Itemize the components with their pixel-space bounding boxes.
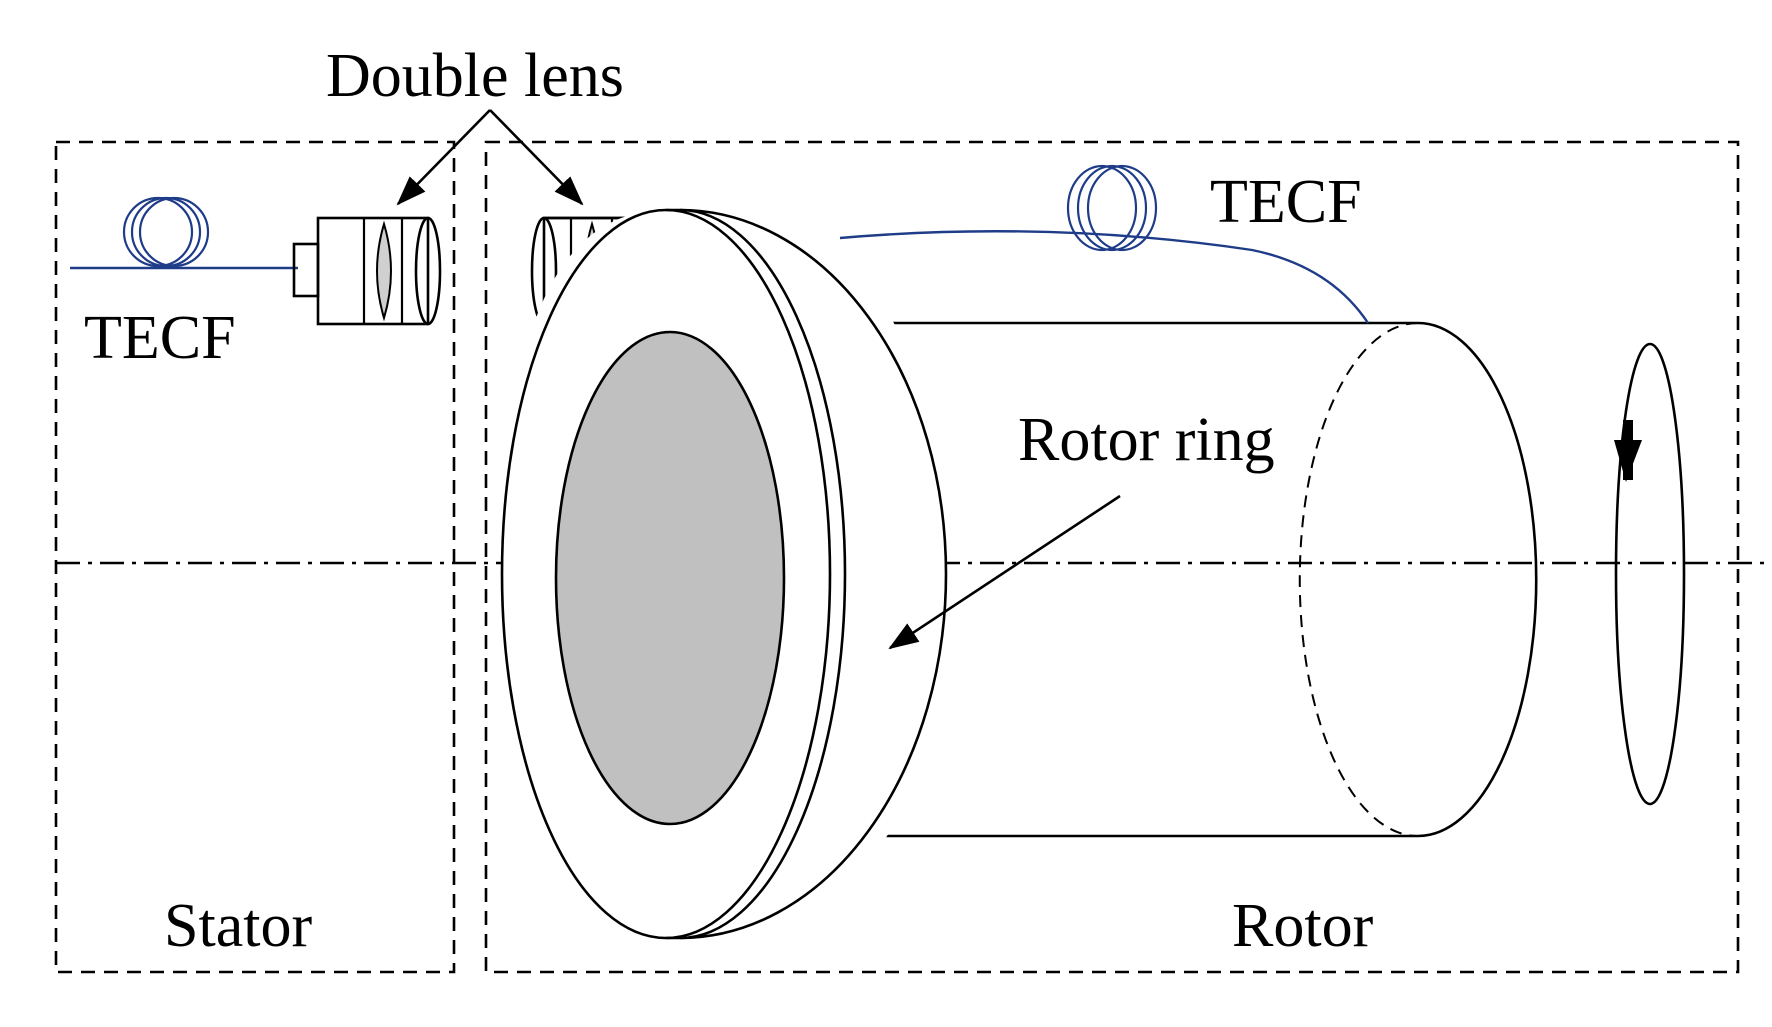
stator-double-lens	[292, 216, 442, 326]
stator-region-box	[54, 140, 456, 974]
rotor-cylinder	[884, 321, 1538, 838]
rotor-ring	[500, 208, 948, 940]
rotor-fiber-coil	[839, 164, 1369, 324]
rotor-ring-inner-face	[554, 330, 786, 826]
double-lens-label: Double lens	[326, 42, 624, 110]
rotor-region-box	[484, 140, 1740, 974]
rotation-direction-arrow	[1614, 342, 1686, 806]
rotor-ring-callout-arrow	[888, 494, 1121, 650]
rotor-ring-label: Rotor ring	[1018, 406, 1275, 474]
stator-fiber-coil	[70, 196, 298, 270]
double-lens-callout-arrows	[396, 109, 584, 206]
rotor-label: Rotor	[1232, 892, 1374, 960]
tecf-label-stator: TECF	[84, 304, 236, 372]
stator-label: Stator	[164, 892, 312, 960]
tecf-label-rotor: TECF	[1210, 168, 1362, 236]
